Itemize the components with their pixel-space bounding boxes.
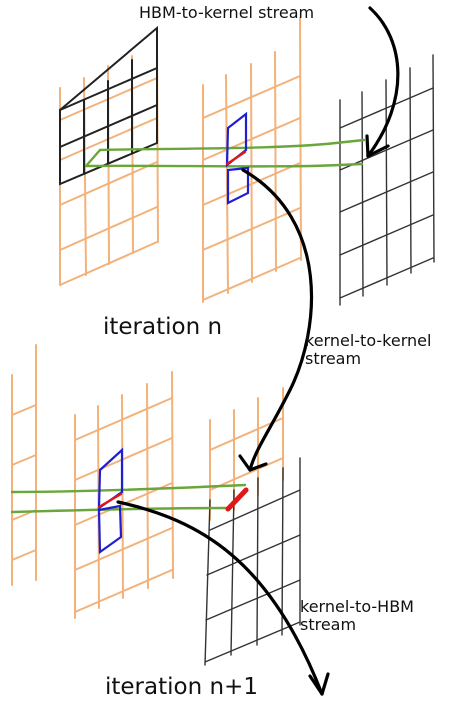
label-kernel-to-hbm: kernel-to-HBM stream: [300, 597, 414, 635]
stencil-red-mark-n1: [97, 492, 123, 509]
label-hbm-to-kernel: HBM-to-kernel stream: [139, 3, 315, 22]
label-kernel-to-hbm-line2: stream: [300, 615, 357, 635]
stencil-red-mark-n: [225, 150, 247, 166]
green-stream-lines-n1: [10, 483, 247, 514]
far-left-orange-grid: [11, 344, 37, 586]
stencil-window-n1: [97, 447, 124, 555]
arrow-kernel-to-hbm: [116, 500, 330, 696]
arrow-kernel-to-kernel: [238, 168, 314, 472]
iteration-n1-panel: [10, 344, 301, 666]
loaded-block-black-grid: [59, 25, 158, 186]
label-iteration-n1: iteration n+1: [105, 674, 258, 700]
label-kernel-to-hbm-line1: kernel-to-HBM: [300, 597, 414, 616]
arrow-hbm-to-kernel: [365, 6, 400, 158]
stencil-window-n: [225, 111, 250, 205]
green-stream-lines-n: [84, 138, 366, 168]
iteration-n-panel: [59, 17, 435, 306]
label-kernel-to-kernel-line1: kernel-to-kernel: [305, 331, 432, 350]
label-kernel-to-kernel-line2: stream: [305, 349, 362, 369]
right-orange-grid: [209, 387, 284, 521]
output-gray-grid: [204, 457, 301, 666]
label-kernel-to-kernel: kernel-to-kernel stream: [305, 331, 432, 369]
middle-orange-grid: [202, 17, 302, 303]
right-output-grid: [339, 54, 435, 306]
label-iteration-n: iteration n: [103, 314, 223, 340]
left-orange-grid: [59, 43, 159, 286]
mid-left-orange-grid: [74, 371, 174, 619]
written-output-red-mark: [225, 487, 249, 512]
